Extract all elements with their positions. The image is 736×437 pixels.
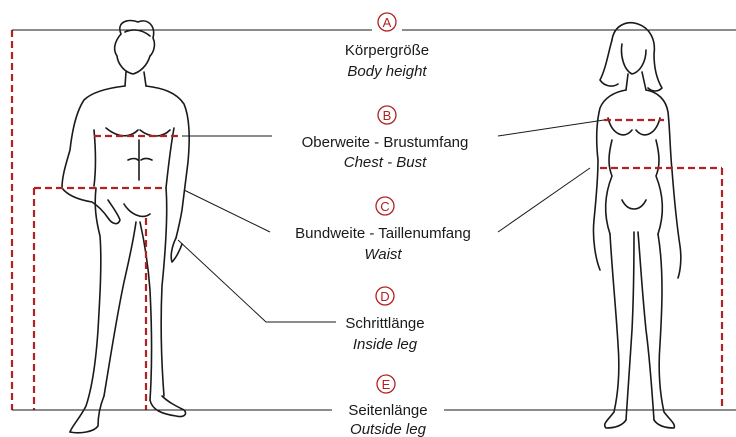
label-outside-leg-de: Seitenlänge xyxy=(348,402,427,419)
letter-a: A xyxy=(383,15,392,30)
male-figure xyxy=(62,21,189,433)
leader-b-right xyxy=(498,120,604,136)
leader-c-left xyxy=(184,190,270,232)
label-b: B Oberweite - Brustumfang Chest - Bust xyxy=(302,106,469,171)
leader-c-right xyxy=(498,168,590,232)
label-body-height-en: Body height xyxy=(347,63,427,80)
letter-e: E xyxy=(382,377,391,392)
label-outside-leg-en: Outside leg xyxy=(350,421,427,437)
female-figure xyxy=(593,23,680,428)
label-waist-de: Bundweite - Taillenumfang xyxy=(295,225,471,242)
leader-d xyxy=(178,240,336,322)
letter-c: C xyxy=(380,199,389,214)
letter-d: D xyxy=(380,289,389,304)
label-waist-en: Waist xyxy=(364,246,402,263)
label-inside-leg-de: Schrittlänge xyxy=(345,315,424,332)
label-c: C Bundweite - Taillenumfang Waist xyxy=(295,197,471,263)
label-chest-de: Oberweite - Brustumfang xyxy=(302,134,469,151)
label-body-height-de: Körpergröße xyxy=(345,42,429,59)
label-e: E Seitenlänge Outside leg xyxy=(348,375,427,437)
label-chest-en: Chest - Bust xyxy=(344,154,427,171)
label-inside-leg-en: Inside leg xyxy=(353,336,418,353)
letter-b: B xyxy=(383,108,392,123)
label-d: D Schrittlänge Inside leg xyxy=(345,287,424,353)
label-a: A Körpergröße Body height xyxy=(345,13,429,80)
